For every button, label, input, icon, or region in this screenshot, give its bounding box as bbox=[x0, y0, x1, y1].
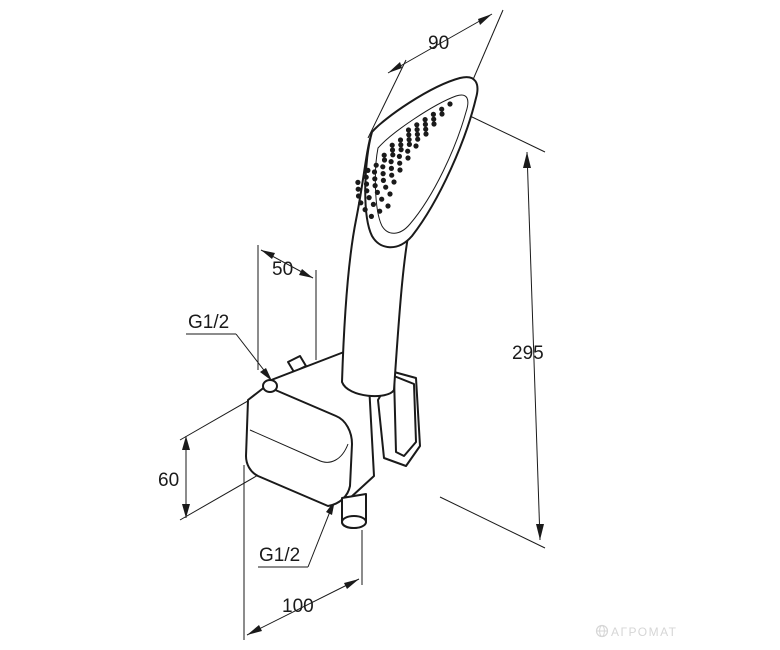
nozzle-dot bbox=[388, 165, 394, 171]
nozzle-dot bbox=[387, 191, 393, 197]
nozzle-dot bbox=[381, 152, 387, 158]
nozzle-dot bbox=[405, 148, 411, 154]
nozzle-dot bbox=[414, 131, 420, 137]
nozzle-dot bbox=[379, 196, 385, 202]
nozzle-dot bbox=[406, 132, 412, 138]
nozzle-dot bbox=[373, 162, 379, 168]
nozzle-dot bbox=[390, 152, 396, 158]
nozzle-dot bbox=[377, 208, 383, 214]
nozzle-dot bbox=[391, 179, 397, 185]
nozzle-dot bbox=[370, 201, 376, 207]
nozzle-dot bbox=[413, 143, 419, 149]
dim-label-295: 295 bbox=[512, 343, 544, 364]
nozzle-dot bbox=[372, 176, 378, 182]
nozzle-dot bbox=[380, 164, 386, 170]
nozzle-dot bbox=[389, 142, 395, 148]
nozzle-dot bbox=[381, 157, 388, 163]
shower-head-nozzles bbox=[355, 101, 453, 219]
nozzle-dot bbox=[366, 195, 372, 201]
nozzle-dot bbox=[422, 117, 428, 123]
nozzle-dot bbox=[406, 141, 412, 147]
hand-shower bbox=[341, 76, 479, 467]
nozzle-dot bbox=[362, 207, 368, 213]
nozzle-dot bbox=[405, 127, 412, 133]
nozzle-dot bbox=[422, 121, 428, 127]
nozzle-dot bbox=[406, 137, 412, 143]
dim-label-100: 100 bbox=[282, 596, 314, 617]
nozzle-dot bbox=[358, 200, 364, 206]
nozzle-dot bbox=[363, 174, 369, 180]
nozzle-dot bbox=[398, 142, 404, 148]
nozzle-dot bbox=[405, 155, 411, 161]
nozzle-dot bbox=[414, 122, 420, 128]
nozzle-dot bbox=[431, 121, 437, 127]
nozzle-dot bbox=[383, 184, 389, 190]
nozzle-dot bbox=[415, 136, 421, 142]
dim-label-50: 50 bbox=[272, 259, 293, 280]
nozzle-dot bbox=[385, 203, 391, 209]
nozzle-dot bbox=[431, 116, 437, 122]
dim-label-g12-bottom: G1/2 bbox=[259, 545, 300, 566]
nozzle-dot bbox=[398, 147, 404, 153]
dimension-lines bbox=[179, 9, 546, 640]
nozzle-dot bbox=[355, 179, 361, 185]
nozzle-dot bbox=[355, 186, 361, 192]
dim-label-90: 90 bbox=[428, 33, 449, 54]
nozzle-dot bbox=[414, 127, 420, 133]
nozzle-dot bbox=[355, 193, 362, 199]
nozzle-dot bbox=[388, 159, 394, 165]
nozzle-dot bbox=[363, 181, 370, 187]
nozzle-dot bbox=[364, 188, 370, 194]
dim-label-60: 60 bbox=[158, 470, 179, 491]
nozzle-dot bbox=[397, 167, 403, 173]
dimension-labels: 90 295 50 G1/2 60 G1/2 100 bbox=[158, 33, 544, 617]
nozzle-dot bbox=[423, 131, 429, 137]
watermark-text: АГРОМАТ bbox=[611, 625, 677, 639]
nozzle-dot bbox=[423, 126, 429, 132]
watermark: АГРОМАТ bbox=[595, 624, 677, 639]
nozzle-dot bbox=[380, 177, 386, 183]
nozzle-dot bbox=[389, 172, 395, 178]
nozzle-dot bbox=[372, 183, 378, 189]
nozzle-dot bbox=[430, 111, 436, 117]
nozzle-dot bbox=[389, 147, 396, 153]
globe-icon bbox=[595, 624, 609, 638]
nozzle-dot bbox=[396, 153, 402, 159]
nozzle-dot bbox=[380, 171, 386, 177]
nozzle-dot bbox=[439, 106, 445, 112]
nozzle-dot bbox=[397, 137, 404, 143]
nozzle-dot bbox=[374, 189, 380, 195]
nozzle-dot bbox=[371, 169, 378, 175]
nozzle-dot bbox=[397, 160, 403, 166]
nozzle-dot bbox=[447, 101, 453, 107]
nozzle-dot bbox=[368, 213, 374, 219]
nozzle-dot bbox=[365, 167, 371, 173]
nozzle-dot bbox=[439, 111, 445, 117]
dim-label-g12-top: G1/2 bbox=[188, 312, 229, 333]
